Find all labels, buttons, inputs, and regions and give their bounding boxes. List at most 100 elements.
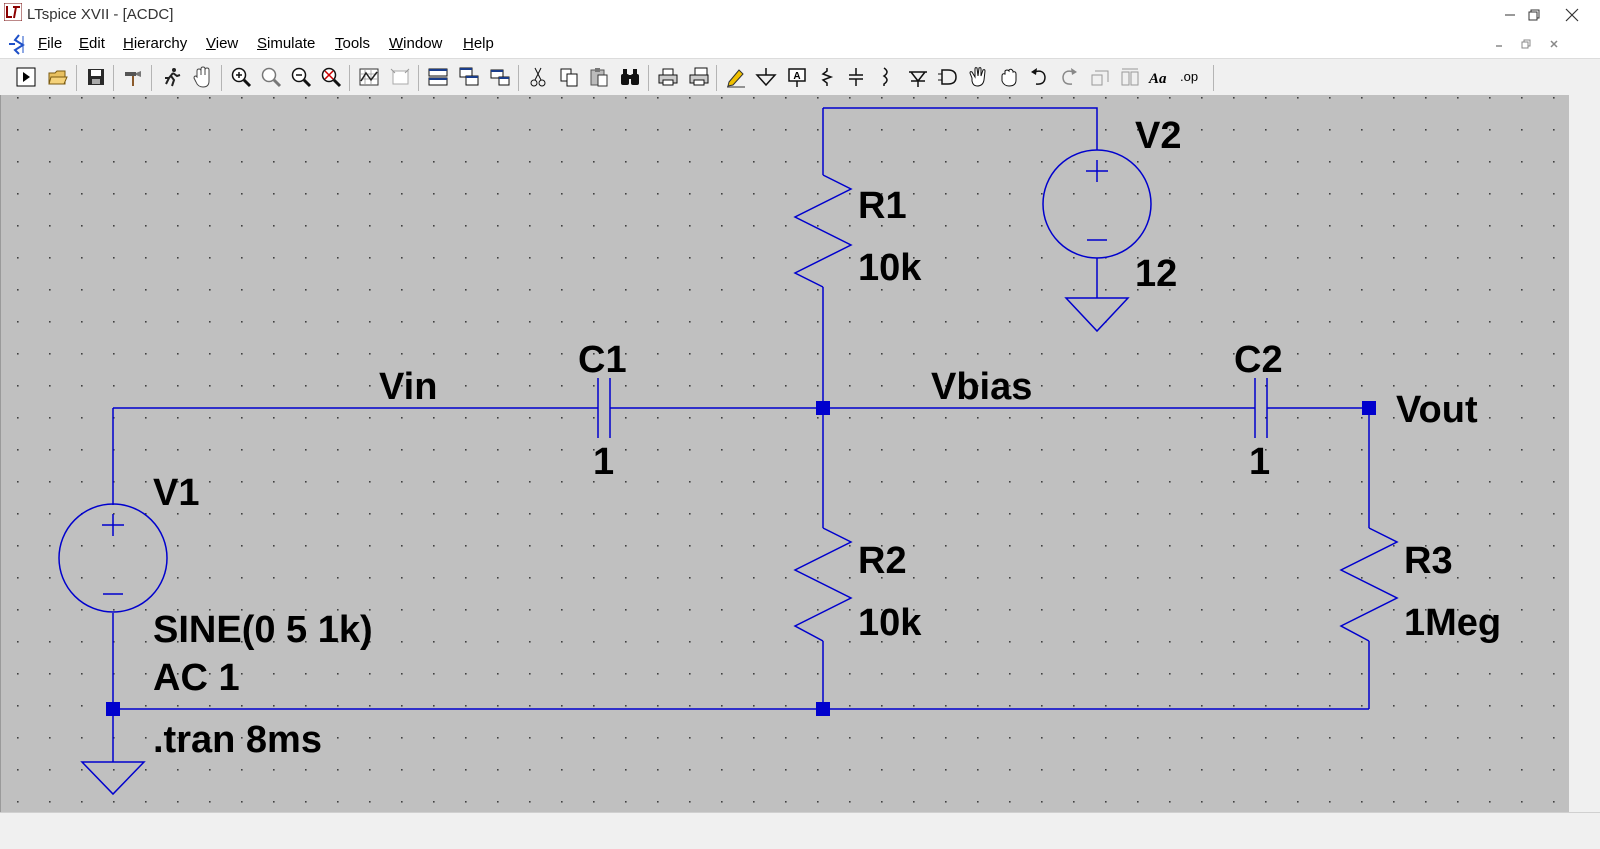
resistor-r1[interactable] — [793, 174, 853, 288]
junction-vout[interactable] — [1362, 401, 1376, 415]
capacitor-c1[interactable] — [597, 378, 611, 438]
undo-button[interactable] — [1026, 64, 1052, 90]
resistor-r2[interactable] — [793, 527, 853, 642]
tile-horizontal-button[interactable] — [425, 64, 451, 90]
paste-button[interactable] — [586, 64, 612, 90]
c2-value[interactable]: 1 — [1249, 441, 1270, 483]
wire-v2-top[interactable] — [823, 107, 1098, 150]
junction-v1-ground[interactable] — [106, 702, 120, 716]
inductor-icon — [882, 67, 888, 86]
menu-bar: File Edit Hierarchy View Simulate Tools … — [0, 30, 1600, 58]
drag-button[interactable] — [996, 64, 1022, 90]
menu-view[interactable]: View — [206, 35, 239, 52]
schematic-drawing[interactable]: V2 12 R1 10k C1 1 C2 1 Vin Vbias Vout V1… — [1, 95, 1569, 812]
v2-value[interactable]: 12 — [1135, 253, 1177, 295]
menu-file[interactable]: File — [38, 35, 63, 52]
tile-vertical-button[interactable] — [487, 64, 513, 90]
autoscale-button[interactable] — [387, 64, 413, 90]
window-minimize-button[interactable] — [1482, 0, 1538, 30]
binoculars-icon — [621, 69, 639, 85]
text-button[interactable]: Aa — [1147, 64, 1173, 90]
net-label-vout[interactable]: Vout — [1396, 389, 1478, 431]
spice-directive-button[interactable]: .op — [1178, 64, 1204, 90]
restore-icon — [1528, 9, 1540, 21]
control-panel-button[interactable] — [120, 64, 146, 90]
r2-value[interactable]: 10k — [858, 602, 922, 644]
print-preview-button[interactable] — [686, 64, 712, 90]
save-button[interactable] — [83, 64, 109, 90]
menu-help[interactable]: Help — [463, 35, 494, 52]
run-button[interactable] — [13, 64, 39, 90]
menu-simulate[interactable]: Simulate — [257, 35, 316, 52]
redo-button[interactable] — [1056, 64, 1082, 90]
autoscale-icon — [390, 68, 410, 85]
menu-edit[interactable]: Edit — [79, 35, 105, 52]
r1-name[interactable]: R1 — [858, 185, 907, 227]
find-button[interactable] — [617, 64, 643, 90]
rotate-button[interactable] — [1087, 64, 1113, 90]
status-bar — [0, 812, 1600, 849]
c1-value[interactable]: 1 — [593, 441, 614, 483]
component-button[interactable] — [935, 64, 961, 90]
zoom-cancel-button[interactable] — [318, 64, 344, 90]
mdi-close-button[interactable] — [1545, 35, 1563, 53]
mirror-button[interactable] — [1117, 64, 1143, 90]
ground-symbol-v2[interactable] — [1064, 297, 1130, 333]
v1-value-ac[interactable]: AC 1 — [153, 657, 240, 699]
resistor-button[interactable] — [814, 64, 840, 90]
window-restore-button[interactable] — [1506, 0, 1562, 30]
close-icon — [1565, 8, 1579, 22]
menu-window[interactable]: Window — [389, 35, 443, 52]
diode-button[interactable] — [905, 64, 931, 90]
zoom-to-fit-button[interactable] — [258, 64, 284, 90]
r3-value[interactable]: 1Meg — [1404, 602, 1501, 644]
copy-icon — [560, 68, 578, 87]
diode-icon — [909, 71, 927, 87]
net-label-vin[interactable]: Vin — [379, 366, 437, 408]
voltage-source-v2[interactable] — [1042, 149, 1152, 259]
v2-name[interactable]: V2 — [1135, 115, 1181, 157]
junction-vbias[interactable] — [816, 401, 830, 415]
menu-hierarchy[interactable]: Hierarchy — [123, 35, 188, 52]
move-button[interactable] — [965, 64, 991, 90]
capacitor-button[interactable] — [843, 64, 869, 90]
mdi-restore-button[interactable] — [1517, 35, 1535, 53]
mdi-minimize-button[interactable] — [1490, 35, 1508, 53]
v1-name[interactable]: V1 — [153, 472, 199, 514]
cascade-button[interactable] — [456, 64, 482, 90]
cut-button[interactable] — [525, 64, 551, 90]
junction-r2-ground[interactable] — [816, 702, 830, 716]
copy-button[interactable] — [556, 64, 582, 90]
r1-value[interactable]: 10k — [858, 247, 922, 289]
zoom-cancel-icon — [321, 67, 342, 88]
zoom-in-button[interactable] — [228, 64, 254, 90]
menu-tools[interactable]: Tools — [335, 35, 371, 52]
window-close-button[interactable] — [1544, 0, 1600, 30]
spice-directive-tran[interactable]: .tran 8ms — [153, 719, 322, 761]
toolbar-separator — [151, 65, 152, 91]
label-net-button[interactable]: A — [784, 64, 810, 90]
redo-icon — [1062, 68, 1077, 85]
capacitor-c2[interactable] — [1254, 378, 1268, 438]
zoom-out-button[interactable] — [288, 64, 314, 90]
r2-name[interactable]: R2 — [858, 540, 907, 582]
draw-wire-button[interactable] — [723, 64, 749, 90]
v1-value-sine[interactable]: SINE(0 5 1k) — [153, 609, 373, 651]
resistor-r3[interactable] — [1339, 527, 1399, 642]
print-button[interactable] — [655, 64, 681, 90]
schematic-document-icon[interactable] — [7, 33, 29, 55]
zoom-in-icon — [231, 67, 252, 88]
ground-symbol-v1[interactable] — [80, 761, 146, 796]
halt-button[interactable] — [158, 64, 184, 90]
net-label-vbias[interactable]: Vbias — [931, 366, 1032, 408]
c2-name[interactable]: C2 — [1234, 339, 1283, 381]
inductor-button[interactable] — [873, 64, 899, 90]
c1-name[interactable]: C1 — [578, 339, 627, 381]
voltage-source-v1[interactable] — [58, 503, 168, 613]
r3-name[interactable]: R3 — [1404, 540, 1453, 582]
view-plot-button[interactable] — [356, 64, 382, 90]
ground-button[interactable] — [753, 64, 779, 90]
open-button[interactable] — [45, 64, 71, 90]
pan-button[interactable] — [189, 64, 215, 90]
schematic-canvas[interactable]: V2 12 R1 10k C1 1 C2 1 Vin Vbias Vout V1… — [0, 95, 1569, 812]
